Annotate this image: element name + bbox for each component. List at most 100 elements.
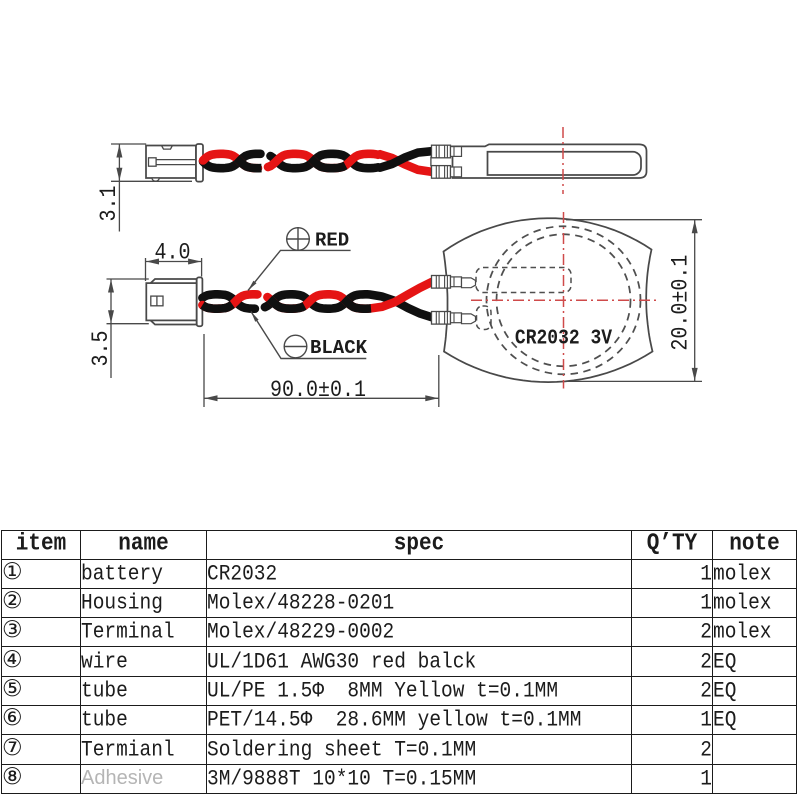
item-number-cell: ⑥ <box>1 705 81 736</box>
dim-4-0-label: 4.0 <box>154 240 190 266</box>
part-name: tube <box>81 678 128 704</box>
part-qty-cell: 1 <box>631 558 713 589</box>
part-spec-cell: PET/14.5Φ 28.6MM yellow t=0.1MM <box>206 705 632 736</box>
centerlines-front <box>471 212 656 389</box>
table-row: ⑤ tube UL/PE 1.5Φ 8MM Yellow t=0.1MM 2 E… <box>1 675 797 707</box>
black-wire-label: BLACK <box>310 337 368 359</box>
part-name-cell: tube <box>80 675 207 707</box>
battery-side-view <box>430 143 648 179</box>
item-number: ⑥ <box>2 705 23 732</box>
part-qty-cell: 2 <box>631 646 713 677</box>
item-number-cell: ② <box>1 587 81 619</box>
part-note-cell <box>712 763 797 794</box>
dim-3-1 <box>111 143 192 232</box>
part-spec-cell: UL/PE 1.5Φ 8MM Yellow t=0.1MM <box>206 675 632 707</box>
dim-20-0 <box>566 219 702 383</box>
part-qty-cell: 2 <box>631 675 713 707</box>
table-row: ① battery CR2032 1 molex <box>1 558 797 589</box>
part-note-cell: molex <box>712 617 797 648</box>
item-number-cell: ④ <box>1 646 81 677</box>
crimp-terminals-side <box>430 144 463 179</box>
part-qty: 2 <box>700 678 712 704</box>
item-number-cell: ③ <box>1 617 81 648</box>
part-name-cell: Adhesive <box>80 763 207 794</box>
part-qty: 1 <box>700 707 712 733</box>
table-row: ② Housing Molex/48228-0201 1 molex <box>1 587 797 619</box>
part-name-cell: wire <box>80 646 207 677</box>
item-number-cell: ⑧ <box>1 763 81 794</box>
part-spec-cell: Molex/48229-0002 <box>206 617 632 648</box>
dim-3-1-label: 3.1 <box>97 185 123 221</box>
part-name-cell: Housing <box>80 587 207 619</box>
item-number: ⑧ <box>2 764 23 790</box>
item-number: ⑦ <box>2 734 23 761</box>
part-spec-cell: Soldering sheet T=0.1MM <box>206 734 632 765</box>
item-number-cell: ① <box>1 558 81 589</box>
dim-90-0 <box>203 334 440 407</box>
table-header-row: item name spec Q’TY note <box>1 530 797 560</box>
header-name-label: name <box>118 531 169 559</box>
part-name: wire <box>81 648 128 675</box>
part-note-cell: molex <box>712 587 797 619</box>
part-qty-cell: 2 <box>631 617 713 648</box>
part-qty: 1 <box>700 561 712 587</box>
part-name: battery <box>81 561 163 587</box>
header-spec-label: spec <box>393 531 445 559</box>
part-spec-cell: UL/1D61 AWG30 red balck <box>206 646 632 677</box>
part-name-cell: tube <box>80 705 207 736</box>
part-note: EQ <box>713 678 737 704</box>
header-item: item <box>1 530 81 560</box>
item-number-cell: ⑦ <box>1 734 81 765</box>
part-note-cell: EQ <box>712 705 797 736</box>
table-row: ④ wire UL/1D61 AWG30 red balck 2 EQ <box>1 646 797 677</box>
item-number: ③ <box>2 617 23 644</box>
part-qty-cell: 1 <box>631 587 713 619</box>
item-number: ⑤ <box>2 676 23 702</box>
part-spec: PET/14.5Φ 28.6MM yellow t=0.1MM <box>207 707 582 733</box>
part-name: Adhesive <box>81 767 164 790</box>
technical-drawing: 3.1 4.0 3.5 CR2032 3V 20.0±0.1 90.0±0.1 … <box>89 127 702 407</box>
crimp-terminals-front <box>430 274 477 325</box>
part-spec: Soldering sheet T=0.1MM <box>207 736 477 763</box>
header-qty: Q’TY <box>631 530 713 560</box>
part-note: molex <box>713 561 772 587</box>
part-name: tube <box>81 707 128 733</box>
part-name-cell: Termianl <box>80 734 207 765</box>
part-qty-cell: 2 <box>631 734 713 765</box>
part-note: EQ <box>713 707 737 733</box>
part-qty-cell: 1 <box>631 705 713 736</box>
dim-20-0-label: 20.0±0.1 <box>668 255 694 351</box>
dim-90-0-label: 90.0±0.1 <box>270 378 366 404</box>
twisted-wire-pair-side <box>198 146 437 177</box>
black-wire-callout <box>250 311 367 360</box>
part-spec-cell: CR2032 <box>206 558 632 589</box>
header-spec: spec <box>206 530 632 560</box>
part-name: Termianl <box>81 736 175 763</box>
part-qty: 1 <box>700 590 712 616</box>
part-spec-cell: Molex/48228-0201 <box>206 587 632 619</box>
part-note: molex <box>713 619 772 645</box>
table-row: ⑥ tube PET/14.5Φ 28.6MM yellow t=0.1MM 1… <box>1 705 797 736</box>
red-wire-callout <box>247 226 351 291</box>
dim-4-0 <box>144 258 203 281</box>
table-row: ⑦ Termianl Soldering sheet T=0.1MM 2 <box>1 734 797 765</box>
twisted-wire-pair-front <box>198 277 437 322</box>
item-number: ④ <box>2 646 23 673</box>
part-spec: CR2032 <box>207 561 278 587</box>
part-qty: 2 <box>700 736 712 763</box>
red-wire-label: RED <box>315 230 349 252</box>
header-note: note <box>712 530 797 560</box>
part-qty: 2 <box>700 648 712 675</box>
part-name-cell: Terminal <box>80 617 207 648</box>
header-item-label: item <box>15 531 67 559</box>
item-number: ② <box>2 588 23 615</box>
dim-3-5 <box>106 278 149 378</box>
part-name: Housing <box>81 590 163 616</box>
part-spec: 3M/9888T 10*10 T=0.15MM <box>207 766 477 792</box>
part-note-cell: EQ <box>712 646 797 677</box>
table-row: ⑧ Adhesive 3M/9888T 10*10 T=0.15MM 1 <box>1 763 797 794</box>
part-name: Terminal <box>81 619 175 645</box>
part-spec: UL/1D61 AWG30 red balck <box>207 648 477 675</box>
part-qty-cell: 1 <box>631 763 713 794</box>
